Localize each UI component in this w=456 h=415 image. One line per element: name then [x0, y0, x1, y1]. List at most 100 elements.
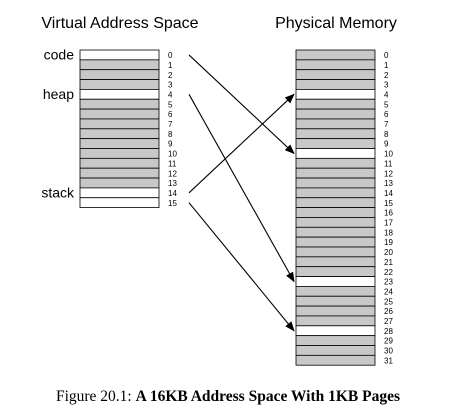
physical-frame-19: [295, 236, 376, 248]
virtual-page-number: 0: [168, 51, 173, 60]
physical-frame-number: 7: [384, 120, 389, 129]
virtual-page-11: [79, 157, 160, 169]
physical-frame-5: [295, 98, 376, 110]
mapping-arrow-vpn0-pfn10: [188, 54, 295, 155]
physical-frame-number: 6: [384, 110, 389, 119]
physical-frame-number: 5: [384, 100, 389, 109]
physical-frame-number: 13: [384, 179, 393, 188]
figure-caption: Figure 20.1: A 16KB Address Space With 1…: [0, 388, 456, 406]
physical-frame-number: 12: [384, 169, 393, 178]
physical-frame-number: 25: [384, 297, 393, 306]
physical-frame-number: 8: [384, 130, 389, 139]
physical-frame-number: 30: [384, 347, 393, 356]
virtual-page-number: 15: [168, 199, 177, 208]
physical-frame-20: [295, 246, 376, 258]
physical-frame-number: 0: [384, 51, 389, 60]
virtual-page-number: 14: [168, 189, 177, 198]
physical-frame-18: [295, 226, 376, 238]
physical-frame-number: 18: [384, 228, 393, 237]
mapping-arrow-vpn14-pfn4: [188, 93, 295, 194]
virtual-page-3: [79, 79, 160, 90]
physical-frame-number: 14: [384, 189, 393, 198]
physical-frame-number: 3: [384, 81, 389, 90]
physical-frame-4: [295, 89, 376, 100]
caption-prefix: Figure 20.1:: [55, 388, 136, 405]
physical-frame-1: [295, 59, 376, 71]
physical-frame-number: 17: [384, 219, 393, 228]
physical-frame-30: [295, 345, 376, 356]
virtual-page-8: [79, 128, 160, 140]
physical-frame-0: [295, 49, 376, 61]
physical-frame-number: 19: [384, 238, 393, 247]
physical-frame-number: 22: [384, 268, 393, 277]
physical-frame-26: [295, 305, 376, 317]
physical-frame-number: 11: [384, 159, 393, 168]
physical-frame-28: [295, 325, 376, 337]
virtual-segment-label-stack: stack: [41, 184, 75, 200]
physical-frame-number: 10: [384, 150, 393, 159]
virtual-page-number: 8: [168, 130, 173, 139]
virtual-page-number: 2: [168, 71, 173, 80]
mapping-arrow-vpn15-pfn28: [188, 202, 295, 332]
physical-memory-title: Physical Memory: [275, 15, 397, 32]
virtual-segment-label-heap: heap: [43, 86, 74, 102]
physical-frame-number: 23: [384, 278, 393, 287]
physical-frame-number: 26: [384, 307, 393, 316]
physical-frame-number: 15: [384, 199, 393, 208]
caption-title: A 16KB Address Space With 1KB Pages: [135, 388, 401, 405]
physical-frame-16: [295, 207, 376, 218]
virtual-page-7: [79, 118, 160, 130]
physical-frame-27: [295, 315, 376, 327]
virtual-page-12: [79, 167, 160, 179]
virtual-page-number: 4: [168, 90, 173, 99]
physical-frame-21: [295, 256, 376, 268]
physical-frame-11: [295, 157, 376, 169]
physical-frame-13: [295, 177, 376, 189]
physical-frame-number: 27: [384, 317, 393, 326]
virtual-page-number: 9: [168, 140, 173, 149]
physical-frame-number: 2: [384, 71, 389, 80]
virtual-page-number: 5: [168, 100, 173, 109]
virtual-page-number: 10: [168, 150, 177, 159]
physical-frame-15: [295, 197, 376, 209]
virtual-page-1: [79, 59, 160, 71]
virtual-page-number: 12: [168, 169, 177, 178]
virtual-page-number: 13: [168, 179, 177, 188]
physical-frame-9: [295, 138, 376, 149]
physical-frame-7: [295, 118, 376, 130]
virtual-page-5: [79, 98, 160, 110]
page-mapping-arrows: [188, 54, 295, 332]
physical-frame-17: [295, 217, 376, 228]
virtual-page-10: [79, 148, 160, 159]
physical-frame-number: 24: [384, 287, 393, 296]
physical-frame-24: [295, 285, 376, 297]
virtual-page-number: 6: [168, 110, 173, 119]
virtual-page-9: [79, 138, 160, 149]
physical-frame-25: [295, 295, 376, 307]
virtual-page-4: [79, 89, 160, 100]
virtual-page-number: 3: [168, 81, 173, 90]
physical-frame-29: [295, 335, 376, 346]
physical-frame-number: 20: [384, 248, 393, 257]
virtual-page-number: 11: [168, 159, 177, 168]
physical-frame-2: [295, 69, 376, 80]
physical-frame-number: 21: [384, 258, 393, 267]
physical-frame-number: 28: [384, 327, 393, 336]
physical-frame-31: [295, 354, 376, 366]
physical-frame-12: [295, 167, 376, 179]
virtual-page-number: 1: [168, 61, 173, 70]
virtual-page-6: [79, 108, 160, 120]
virtual-segment-label-code: code: [44, 46, 75, 62]
physical-frame-number: 1: [384, 61, 389, 70]
physical-frame-number: 16: [384, 209, 393, 218]
virtual-page-2: [79, 69, 160, 80]
physical-frame-22: [295, 266, 376, 277]
physical-frame-3: [295, 79, 376, 90]
physical-frame-14: [295, 187, 376, 199]
mapping-arrow-vpn4-pfn23: [188, 94, 295, 283]
physical-memory: 0123456789101112131415161718192021222324…: [295, 49, 393, 366]
physical-frame-number: 9: [384, 140, 389, 149]
virtual-page-number: 7: [168, 120, 173, 129]
physical-frame-10: [295, 148, 376, 159]
